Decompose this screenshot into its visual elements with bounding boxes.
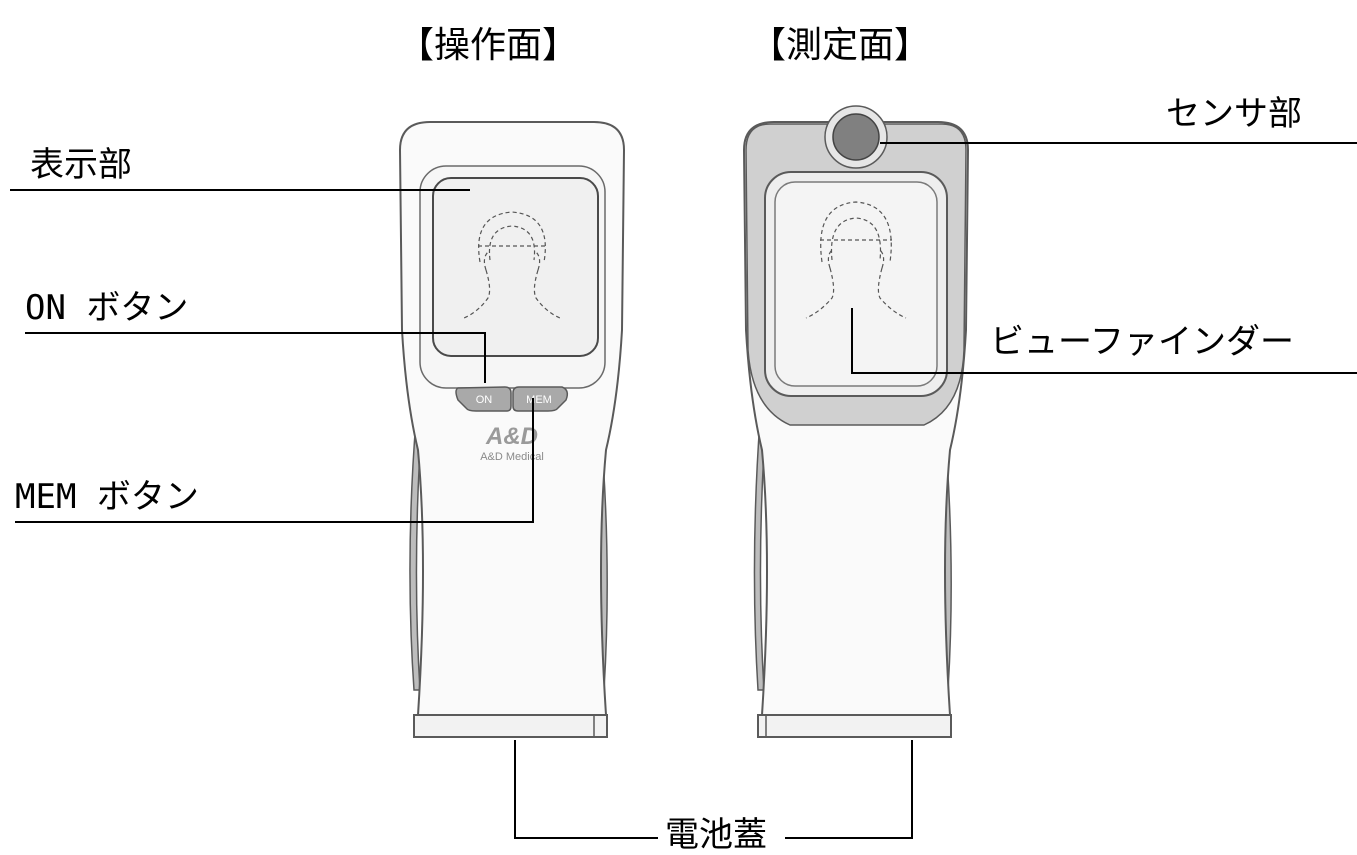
face-guide-icon [463, 211, 561, 319]
battery-cover-left [413, 714, 608, 738]
leader-lines [10, 142, 1357, 839]
measurement-side-device [742, 105, 970, 738]
mem-button-callout: MEM ボタン [15, 477, 199, 517]
operation-side-title: 【操作面】 [398, 25, 579, 66]
on-button-label: ON [476, 394, 493, 406]
brand-logo-sub: A&D Medical [480, 451, 544, 463]
leader-mem-button [15, 398, 534, 523]
leader-on-button [25, 332, 486, 383]
leader-battery-right [785, 740, 913, 839]
battery-cover-right [757, 714, 952, 738]
viewfinder-callout: ビューファインダー [990, 322, 1294, 362]
sensor-lens [832, 113, 880, 161]
leader-battery-left [514, 740, 658, 839]
leader-viewfinder [851, 308, 1357, 374]
on-button[interactable] [455, 386, 512, 412]
brand-logo: A&D [485, 423, 538, 450]
on-button-callout: ON ボタン [25, 288, 189, 328]
face-guide-icon-r [805, 201, 907, 319]
measurement-side-title: 【測定面】 [750, 25, 931, 66]
mem-button[interactable] [512, 386, 569, 412]
display-screen [432, 177, 599, 357]
mem-button-label: MEM [526, 394, 552, 406]
sensor-callout: センサ部 [1166, 94, 1302, 134]
battery-cover-callout: 電池蓋 [665, 815, 767, 855]
display-callout: 表示部 [30, 145, 132, 185]
viewfinder-window [774, 181, 938, 387]
operation-side-device: ON MEM A&D A&D Medical [398, 121, 626, 738]
